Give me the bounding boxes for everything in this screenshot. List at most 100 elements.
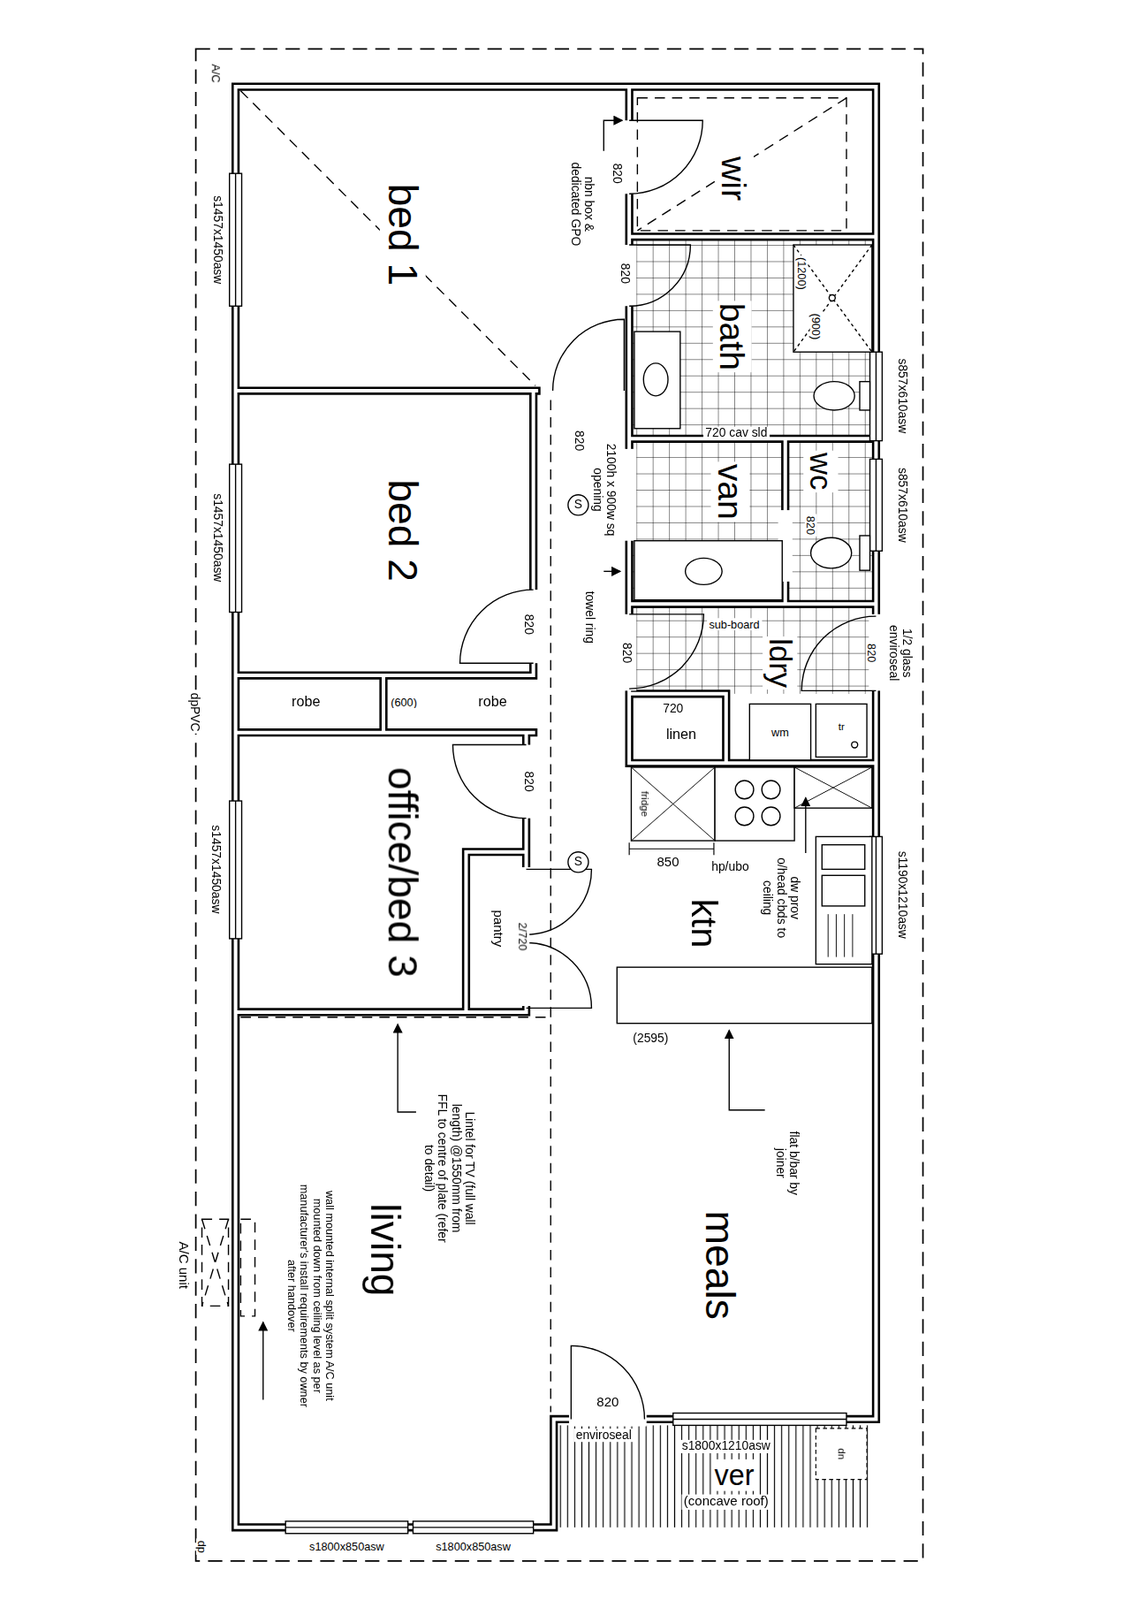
fixtures: [851, 741, 858, 748]
floor-tiles: [629, 236, 876, 694]
dashed-lines: [240, 91, 536, 387]
plan-label: 820: [617, 260, 632, 286]
room-area: robe: [240, 675, 382, 731]
windows: [412, 1525, 533, 1527]
room-name: van: [710, 461, 750, 522]
fixtures: [568, 494, 589, 516]
room-name: bed 1: [379, 181, 426, 288]
plan-label: dn: [835, 1445, 848, 1461]
door-swings: [526, 941, 593, 1008]
room-name: wir: [714, 154, 754, 204]
dashed-lines: [637, 98, 847, 231]
windows: [285, 1520, 409, 1534]
fixtures: [630, 766, 715, 841]
leader-lines: [263, 120, 806, 1399]
door-openings: [518, 120, 883, 1426]
dashed-lines: [202, 91, 847, 1412]
fixtures: [761, 806, 781, 826]
leader-lines: [728, 1030, 765, 1110]
windows: [875, 458, 877, 551]
plan-label: 2/720: [516, 919, 530, 952]
fixtures: [735, 806, 754, 826]
door-openings: [569, 1411, 647, 1426]
fixtures: [749, 703, 811, 760]
fixtures: [859, 535, 871, 570]
windows: [229, 800, 243, 939]
plan-label: 1/2 glass enviroseal: [885, 614, 913, 691]
windows: [870, 351, 883, 441]
door-swings: [570, 1344, 645, 1419]
leader-lines: [262, 1321, 264, 1400]
room-name: ldry: [763, 636, 798, 690]
fixtures: [630, 766, 715, 841]
fixtures: [643, 363, 668, 396]
plan-label: towel ring: [582, 588, 597, 646]
plan-label: 820: [571, 428, 586, 454]
leader-lines: [603, 120, 623, 152]
floor-tiles: [629, 603, 876, 694]
door-openings: [622, 120, 637, 194]
windows: [875, 351, 877, 441]
plan-label: enviroseal: [573, 1427, 634, 1443]
windows: [229, 463, 243, 612]
fixtures: [568, 851, 589, 873]
door-swings: [629, 614, 704, 689]
fixtures: [815, 703, 867, 757]
walls: [235, 86, 877, 1527]
plan-label: 820: [521, 768, 536, 794]
plan-label: 820: [610, 160, 625, 186]
leader-lines: [804, 797, 806, 853]
dimension-lines: [629, 842, 714, 855]
leader-lines: [603, 570, 620, 572]
fixtures: [761, 780, 781, 799]
fixtures: [634, 540, 782, 600]
plan-label: wm: [769, 726, 791, 739]
deck-boards: [556, 1424, 873, 1526]
plan-label: A/C: [210, 61, 223, 85]
room-area: van: [630, 439, 784, 603]
dashed-lines: [202, 1218, 229, 1306]
windows: [229, 173, 883, 1534]
fixtures: [827, 913, 853, 957]
fixtures: [634, 331, 681, 429]
windows: [673, 1418, 847, 1420]
plan-label: wall mounted internal split system A/C u…: [286, 1170, 337, 1420]
plan-label: S: [571, 498, 585, 513]
room-name: bath: [713, 300, 752, 372]
deck-boards: [815, 1427, 867, 1480]
fixtures: [821, 844, 865, 870]
plan-label: 850: [654, 854, 682, 870]
plan-label: 820: [804, 514, 817, 538]
room-name: ktn: [683, 896, 725, 950]
plan-label: dw prov o/head cbds to ceiling: [759, 854, 802, 941]
room-name: meals: [697, 1207, 744, 1321]
dashed-lines: [240, 1016, 551, 1018]
plan-label: dpPVC: [187, 690, 202, 734]
room-name: robe: [476, 693, 509, 710]
plan-label: Lintel for TV (full wall length) @1550mm…: [421, 1089, 477, 1247]
room-name: wc: [804, 450, 839, 493]
fixtures: [828, 295, 835, 302]
walls: [235, 86, 877, 1527]
door-openings: [622, 448, 637, 541]
room-name: (concave roof): [682, 1494, 772, 1510]
plan-label: s1457x1450asw: [210, 193, 225, 287]
plan-label: 720 cav sld: [703, 426, 770, 441]
dimension-lines: [629, 842, 714, 855]
windows: [412, 1520, 533, 1534]
fixtures: [793, 244, 873, 352]
room-area: meals: [554, 1012, 876, 1417]
room-area: wir: [630, 91, 875, 236]
dashed-lines: [202, 1218, 229, 1306]
room-name: bed 2: [379, 477, 426, 584]
windows: [235, 173, 236, 306]
plan-label: 820: [521, 611, 536, 637]
room-area: wc: [786, 439, 875, 603]
plan-label: flat b/bar by joiner: [772, 1119, 800, 1206]
room-name: robe: [289, 693, 323, 710]
plan-label: s1800x1210asw: [679, 1439, 773, 1454]
plan-label: 820: [865, 641, 879, 665]
room-area: bath: [630, 237, 875, 438]
plan-label: 820: [594, 1395, 622, 1411]
room-name: office/bed 3: [379, 765, 426, 980]
